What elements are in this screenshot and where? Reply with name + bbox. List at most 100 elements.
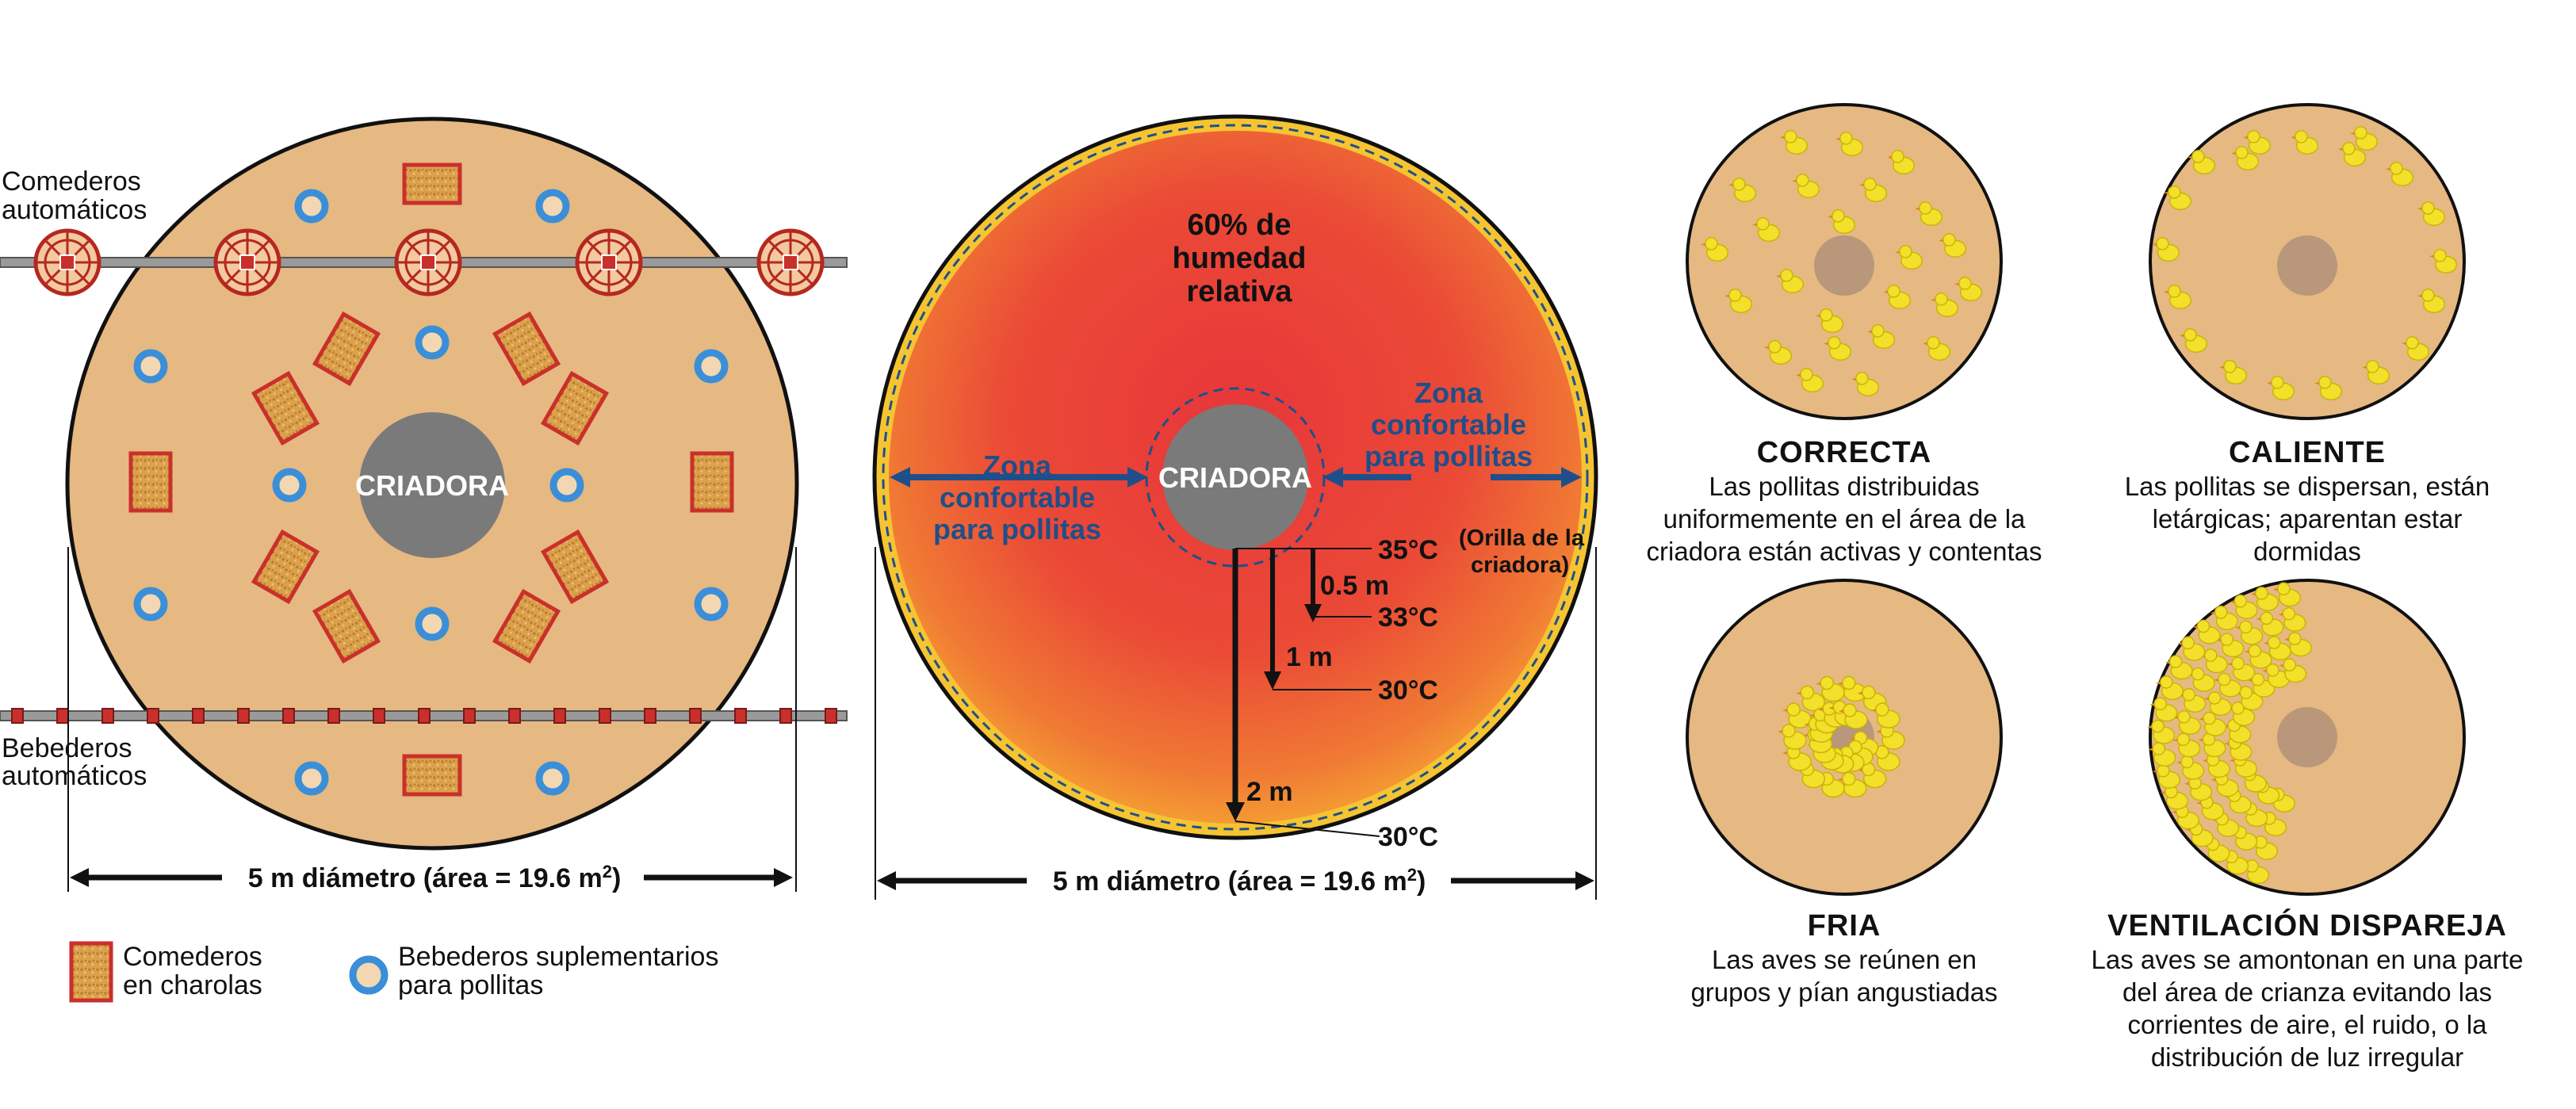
chick-icon (1778, 724, 1807, 750)
brooder-label: CRIADORA (355, 469, 509, 502)
chick-behaviour-panels: CORRECTA Las pollitas distribuidas unifo… (1647, 103, 2524, 1072)
chick-icon (2417, 289, 2446, 313)
temp-05: 33°C (1378, 602, 1438, 633)
dist-2: 2 m (1246, 777, 1293, 807)
chick-icon (1780, 130, 1809, 155)
dist-1: 1 m (1286, 642, 1333, 672)
water-drinker-icon (133, 349, 168, 384)
chick-icon (2350, 126, 2379, 151)
chick-icon (1923, 336, 1951, 361)
chick-icon (2177, 636, 2206, 661)
humidity-label-3: relativa (1186, 275, 1292, 308)
chick-icon (2417, 201, 2446, 226)
chick-icon (2165, 655, 2193, 680)
state-desc-line: grupos y pían angustiadas (1690, 977, 1997, 1007)
chick-icon (2198, 732, 2226, 758)
chick-icon (1857, 762, 1887, 789)
chick-icon (2221, 850, 2249, 875)
chick-icon (1870, 702, 1900, 728)
diameter-label: 5 m diámetro (área = 19.6 m2) (1053, 865, 1426, 897)
nipple-drinker (825, 708, 837, 724)
chick-icon (2267, 376, 2295, 400)
nipple-drinker (553, 708, 566, 724)
chick-icon (2203, 691, 2232, 717)
chick-icon (1954, 277, 1983, 301)
state-title: CALIENTE (2229, 436, 2386, 469)
comfort-zone-left-1: Zona (983, 449, 1052, 482)
supplementary-drinkers (133, 189, 729, 796)
chick-icon (2148, 742, 2176, 767)
feeder-trays (128, 163, 734, 797)
panel-correcta (1686, 103, 2003, 420)
nipple-drinker (192, 708, 205, 724)
chick-icon (1776, 269, 1805, 293)
comfort-zone-right-1: Zona (1414, 377, 1483, 409)
nipple-drinker (644, 708, 656, 724)
water-drinker-icon (549, 468, 584, 503)
state-desc-line: corrientes de aire, el ruido, o la (2127, 1010, 2487, 1039)
chick-icon (1867, 324, 1896, 349)
chick-icon (1764, 340, 1793, 365)
auto-feeders-label-1: Comederos (2, 166, 141, 197)
chick-icon (2214, 672, 2242, 698)
chick-icon (2227, 656, 2256, 682)
chick-icon (1939, 233, 1967, 258)
water-drinker-icon (535, 189, 570, 224)
state-desc-line: uniformemente en el área de la (1663, 504, 2026, 533)
water-drinker-icon (349, 955, 389, 995)
comfort-boundary-outer (882, 124, 1589, 831)
chick-icon (2173, 709, 2202, 735)
comfort-zone-right-2: confortable (1371, 408, 1526, 441)
state-desc-line: Las pollitas se dispersan, están (2125, 472, 2490, 501)
state-desc-line: criadora están activas y contentas (1647, 537, 2042, 566)
humidity-label-1: 60% de (1188, 208, 1292, 242)
chick-icon (2156, 675, 2184, 701)
feeder-tray-icon (540, 370, 610, 446)
comfort-zone-left-2: confortable (940, 481, 1095, 514)
state-desc-line: dormidas (2253, 537, 2361, 566)
water-drinker-icon (272, 468, 307, 503)
chick-icon (1792, 174, 1820, 198)
feeder-tray-icon (492, 311, 561, 387)
chick-icon (2429, 249, 2458, 273)
chick-icon (2314, 376, 2343, 400)
chick-icon (2362, 360, 2390, 384)
chick-icon (2291, 130, 2319, 155)
chick-icon (2147, 719, 2176, 744)
chick-icon (1859, 178, 1888, 202)
chick-icon (2256, 611, 2284, 637)
state-desc-line: distribución de luz irregular (2151, 1042, 2463, 1072)
chick-icon (2164, 185, 2192, 210)
brooder-heater (359, 412, 505, 558)
chick-icon (2210, 606, 2238, 630)
panel-ventilacion (2147, 579, 2466, 896)
legend: Comederos en charolas Bebederos suplemen… (69, 941, 718, 1003)
state-title: CORRECTA (1757, 436, 1932, 469)
chick-icon (2244, 644, 2272, 669)
chick-icon (1782, 702, 1812, 728)
chick-icon (2176, 755, 2205, 780)
chick-icon (2243, 130, 2272, 155)
state-title: FRIA (1808, 909, 1881, 943)
chick-icon (2251, 587, 2279, 611)
legend-supp-drinkers-1: Bebederos suplementarios (398, 942, 718, 972)
nipple-drinker (237, 708, 250, 724)
chick-group (1778, 675, 1905, 798)
water-drinker-icon (294, 189, 329, 224)
chick-icon (1796, 368, 1824, 392)
water-drinker-icon (133, 587, 168, 621)
panel-caliente (2149, 103, 2466, 420)
diameter-label: 5 m diámetro (área = 19.6 m2) (248, 862, 622, 893)
chick-icon (1851, 372, 1880, 396)
feeder-tray-icon (402, 163, 462, 205)
chick-icon (2164, 285, 2192, 309)
feeder-layout-diagram: CRIADORA Comederos automáticos Bebederos… (0, 117, 848, 1003)
feeder-tray-icon (251, 529, 320, 605)
chick-icon (2231, 146, 2260, 170)
state-desc-line: Las aves se amontonan en una parte (2092, 945, 2524, 974)
chick-icon (2192, 619, 2221, 644)
chick-icon (2199, 648, 2228, 674)
chick-group (2152, 126, 2458, 400)
chick-icon (2247, 672, 2276, 698)
